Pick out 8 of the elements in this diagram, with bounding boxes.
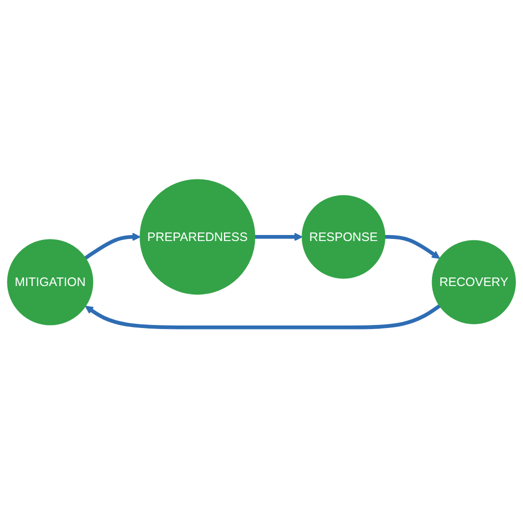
node-circle: PREPAREDNESS	[140, 179, 256, 295]
node-circle: RESPONSE	[302, 195, 386, 279]
arrow	[84, 232, 141, 260]
arrow	[84, 304, 441, 330]
arrow	[384, 235, 440, 259]
node-circle: MITIGATION	[7, 239, 94, 326]
node-circle: RECOVERY	[432, 240, 516, 324]
arrow	[254, 232, 303, 242]
